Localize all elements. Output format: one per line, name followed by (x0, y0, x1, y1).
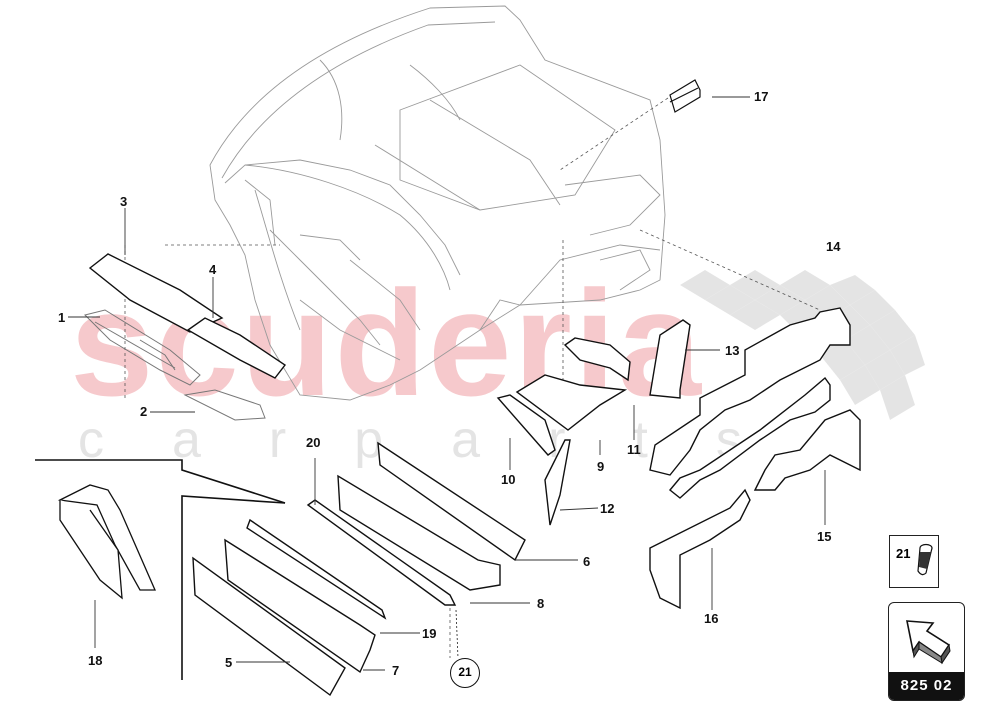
part-19 (246, 518, 387, 620)
callout-7: 7 (392, 663, 400, 678)
part-3 (88, 253, 224, 333)
part-12 (544, 439, 571, 526)
body-shell (209, 5, 666, 401)
inset-frame (35, 459, 286, 680)
arrow-up-left-3d-icon (906, 620, 951, 665)
callout-6: 6 (583, 554, 591, 569)
part-14-inner (669, 376, 831, 499)
callout-5: 5 (225, 655, 233, 670)
circled-ref-21[interactable]: 21 (450, 658, 480, 688)
part-17 (669, 79, 701, 113)
fastener-number: 21 (896, 546, 911, 561)
part-4 (186, 317, 287, 379)
callout-13: 13 (725, 343, 740, 358)
part-9 (515, 374, 628, 431)
part-10 (496, 394, 556, 456)
fastener-ref-box: 21 (889, 535, 939, 588)
callout-15: 15 (817, 529, 832, 544)
part-18 (57, 484, 156, 600)
callout-8: 8 (537, 596, 545, 611)
part-15 (753, 409, 861, 491)
callout-17: 17 (754, 89, 769, 104)
rivet-icon (917, 543, 933, 576)
callout-19: 19 (422, 626, 437, 641)
part-13 (649, 319, 691, 399)
callout-18: 18 (88, 653, 103, 668)
part-1 (84, 309, 201, 386)
callout-20: 20 (306, 435, 321, 450)
callout-12: 12 (600, 501, 615, 516)
part-5 (192, 556, 346, 697)
callout-11: 11 (627, 442, 641, 457)
navigate-to-825-02-button[interactable]: 825 02 (888, 602, 965, 701)
callout-9: 9 (597, 459, 605, 474)
part-7 (224, 538, 376, 674)
part-20 (306, 499, 457, 606)
part-11 (563, 337, 631, 382)
callout-10: 10 (501, 472, 516, 487)
part-8 (337, 474, 501, 591)
checkered-flag-watermark (680, 270, 925, 420)
callout-4: 4 (209, 262, 217, 277)
callout-2: 2 (140, 404, 148, 419)
section-code: 825 02 (889, 672, 964, 700)
part-2 (183, 389, 266, 421)
part-14 (649, 307, 851, 476)
part-16 (649, 488, 751, 610)
callout-3: 3 (120, 194, 128, 209)
callout-16: 16 (704, 611, 719, 626)
callout-14: 14 (826, 239, 841, 254)
callout-1: 1 (58, 310, 66, 325)
